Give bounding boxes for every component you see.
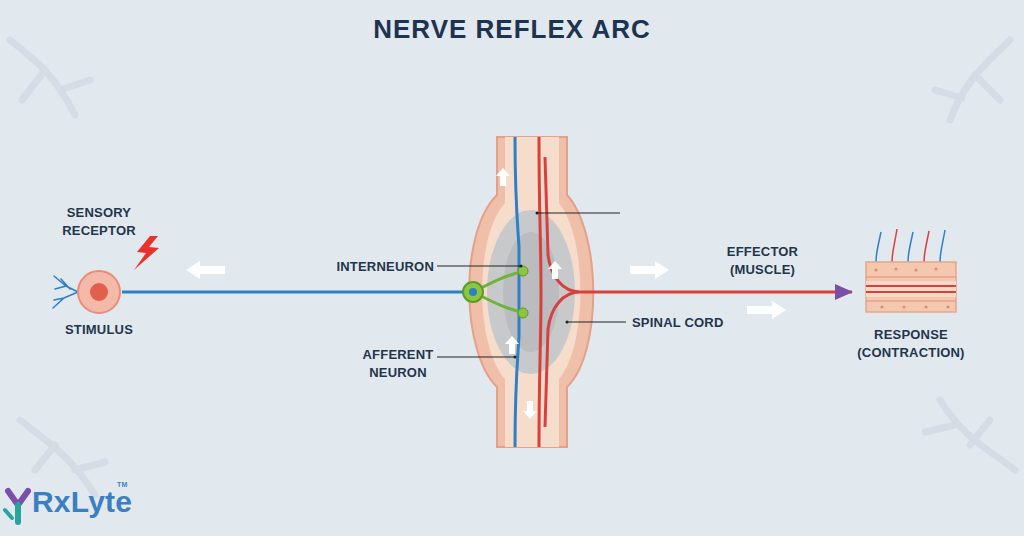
muscle-dots bbox=[935, 268, 938, 271]
interneuron-terminal bbox=[518, 266, 528, 276]
spinal-cord-white-matter bbox=[482, 137, 580, 447]
edge-label: EFFECTOR (MUSCLE) bbox=[713, 243, 813, 279]
muscle-dots bbox=[881, 306, 884, 309]
logo-icon bbox=[5, 491, 28, 522]
stimulus-lightning bbox=[134, 236, 159, 270]
muscle-dots bbox=[947, 306, 950, 309]
cell-nucleus bbox=[469, 288, 477, 296]
cell-body bbox=[463, 282, 483, 302]
stimulus-lightning bbox=[134, 236, 159, 270]
spinal-cord-label: SPINAL CORD bbox=[632, 314, 742, 332]
receptor-heading: SENSORY RECEPTOR bbox=[44, 204, 154, 240]
response-label: RESPONSE (CONTRACTION) bbox=[849, 326, 973, 362]
background-decoration bbox=[925, 400, 1015, 470]
flow-arrow bbox=[496, 168, 510, 186]
flow-arrow bbox=[548, 261, 562, 279]
flow-arrows bbox=[186, 261, 225, 279]
effector-muscle-outline bbox=[852, 257, 962, 327]
interneuron-branch bbox=[481, 272, 521, 312]
motor-pathway bbox=[605, 291, 852, 294]
motor-fiber bbox=[545, 157, 605, 427]
logo-icon bbox=[15, 505, 21, 522]
flow-arrows bbox=[747, 301, 786, 319]
flow-arrows bbox=[630, 261, 669, 279]
muscle-dots bbox=[915, 269, 918, 272]
interneuron-terminal bbox=[518, 308, 528, 318]
background-decoration bbox=[10, 40, 1015, 495]
receptor-nerve-endings bbox=[53, 276, 78, 308]
leader-line bbox=[437, 213, 626, 357]
muscle-dots bbox=[875, 268, 950, 309]
flow-arrow bbox=[505, 336, 519, 354]
muscle-dots bbox=[895, 268, 898, 271]
background-decoration bbox=[935, 40, 1010, 120]
spinal-cord-outline bbox=[455, 137, 605, 447]
background-decoration bbox=[10, 40, 90, 115]
effector-muscle: RESPONSE (CONTRACTION) bbox=[852, 257, 962, 327]
muscle-tissue bbox=[866, 262, 956, 312]
muscle-fiber bbox=[866, 286, 956, 292]
afferent-neuron-label: AFFERENT NEURON bbox=[353, 346, 443, 382]
spinal-cord: SPINAL CORD bbox=[455, 137, 605, 447]
receptor-nerve-endings bbox=[53, 276, 78, 308]
background-decoration bbox=[20, 420, 105, 495]
afferent-fiber bbox=[515, 137, 519, 447]
sensory-receptor: SENSORY RECEPTORSTIMULUS bbox=[76, 269, 122, 315]
receptor-outer bbox=[78, 271, 120, 313]
trademark: TM bbox=[117, 481, 137, 489]
sensory-receptor-outline bbox=[76, 269, 122, 315]
muscle-fiber bbox=[866, 277, 956, 301]
diagram-title: NERVE REFLEX ARC bbox=[0, 13, 1024, 45]
flow-arrow bbox=[523, 401, 537, 419]
interneuron-label: INTERNEURON bbox=[334, 258, 434, 276]
gray-matter bbox=[487, 210, 575, 374]
gray-matter-core bbox=[503, 232, 559, 352]
muscle-band bbox=[866, 281, 956, 297]
motor-fiber bbox=[539, 137, 541, 447]
stimulus-label: STIMULUS bbox=[44, 321, 154, 339]
muscle-dots bbox=[925, 306, 928, 309]
receptor-inner bbox=[90, 283, 108, 301]
sensory-pathway bbox=[122, 291, 455, 294]
logo-text: RxLyte bbox=[32, 484, 142, 520]
muscle-dots bbox=[903, 306, 906, 309]
muscle-dots bbox=[875, 269, 878, 272]
logo-icon bbox=[5, 510, 12, 518]
